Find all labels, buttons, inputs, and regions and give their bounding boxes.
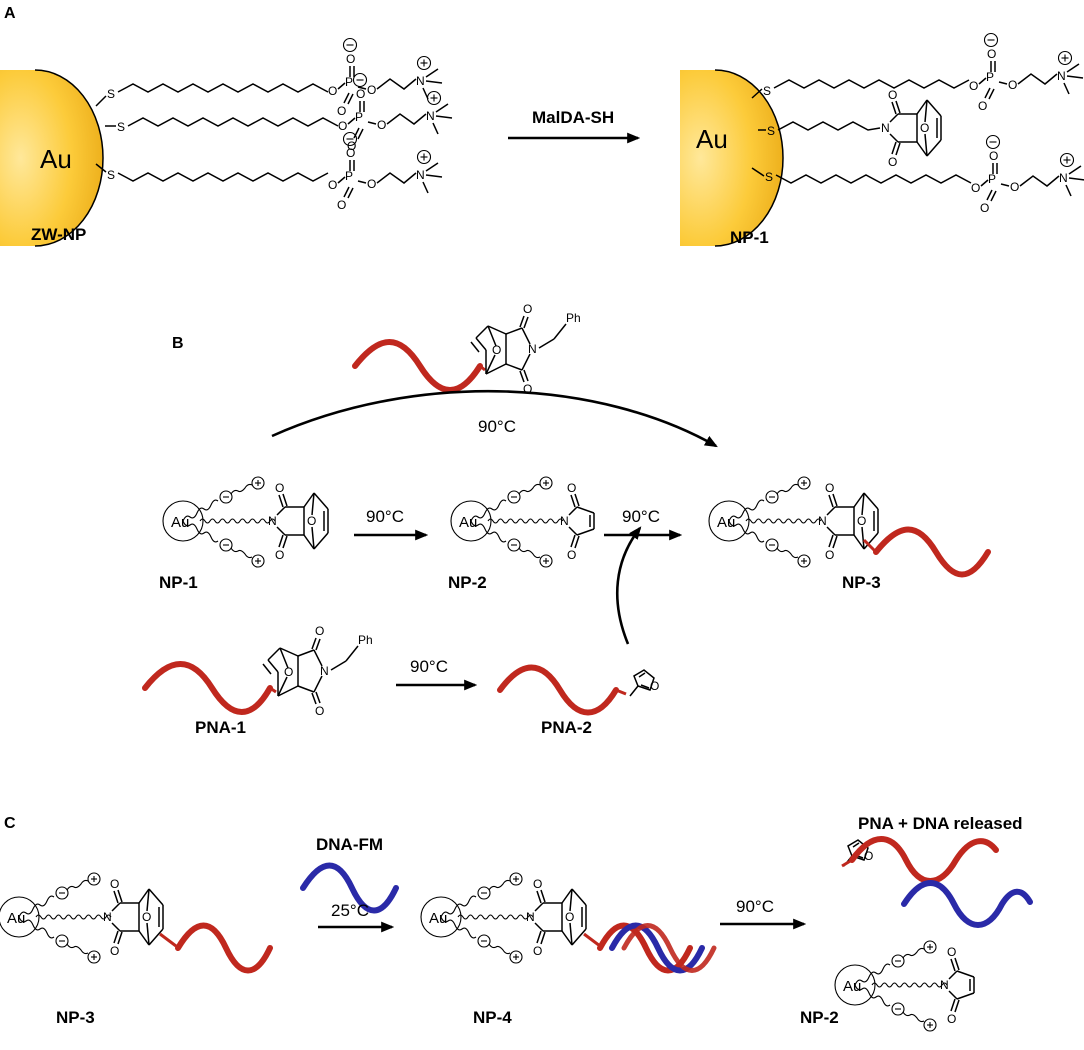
temp-25: 25°C (331, 901, 369, 920)
panel-b: B 90°C Au NP-1 90°C Au NP-2 (142, 301, 991, 737)
np1-chain-3: S (751, 134, 1084, 216)
np2-b: Au (450, 476, 595, 568)
svg-text:Au: Au (171, 514, 189, 531)
label-np1-a: NP-1 (730, 228, 769, 247)
gold-surface-left (0, 70, 103, 246)
label-np3-c: NP-3 (56, 1008, 95, 1027)
np1-chain-1: S (751, 32, 1084, 114)
svg-text:Au: Au (7, 910, 25, 927)
temp-np2-np3: 90°C (622, 507, 660, 526)
reagent-dna-fm: DNA-FM (316, 835, 383, 854)
svg-text:Au: Au (429, 910, 447, 927)
dna-strand-reagent (300, 862, 399, 914)
np1-maleimide-chain: S (758, 87, 942, 170)
label-np3-b: NP-3 (842, 573, 881, 592)
released-dna (901, 880, 1033, 928)
released-label: PNA + DNA released (858, 814, 1023, 833)
reagent-maida-sh: MalDA-SH (532, 108, 614, 127)
label-np2-c: NP-2 (800, 1008, 839, 1027)
svg-text:S: S (765, 170, 773, 184)
temp-pna: 90°C (410, 657, 448, 676)
section-label-a: A (4, 5, 16, 22)
np3-b: Au (708, 476, 991, 578)
released-pna (841, 836, 999, 884)
section-label-c: C (4, 815, 16, 832)
temp-b-top: 90°C (478, 417, 516, 436)
pna2 (497, 664, 661, 716)
section-label-b: B (172, 335, 184, 352)
gold-label-left: Au (40, 144, 72, 174)
gold-surface-right (680, 70, 783, 246)
svg-text:Au: Au (459, 514, 477, 531)
pna-strand-top (352, 339, 483, 393)
label-zw-np: ZW-NP (31, 225, 86, 244)
label-pna1: PNA-1 (195, 718, 246, 737)
np4: Au (420, 872, 717, 974)
thiol-chain-1: S (95, 37, 443, 119)
svg-text:Au: Au (717, 514, 735, 531)
label-pna2: PNA-2 (541, 718, 592, 737)
temp-np1-np2: 90°C (366, 507, 404, 526)
label-np1-b: NP-1 (159, 573, 198, 592)
arrow-b-top (271, 389, 718, 448)
np3-c: Au (0, 872, 273, 974)
pna1 (142, 623, 374, 719)
svg-text:S: S (767, 124, 775, 138)
gold-label-right: Au (696, 124, 728, 154)
panel-a: A Au S S S ZW-NP MalDA-SH (0, 5, 1084, 247)
label-np4: NP-4 (473, 1008, 512, 1027)
label-np2-b: NP-2 (448, 573, 487, 592)
svg-text:S: S (763, 84, 771, 98)
svg-text:S: S (117, 120, 125, 134)
svg-text:S: S (107, 87, 115, 101)
np2-c: Au (834, 940, 975, 1032)
thiol-chain-2: S (105, 72, 453, 154)
thiol-chain-3: S (95, 131, 443, 213)
panel-c: C Au NP-3 DNA-FM 25°C Au (0, 814, 1033, 1032)
np1-b: Au (162, 476, 329, 568)
arrow-pna2-up (615, 526, 642, 645)
svg-text:Au: Au (843, 978, 861, 995)
temp-90-c: 90°C (736, 897, 774, 916)
svg-text:S: S (107, 168, 115, 182)
